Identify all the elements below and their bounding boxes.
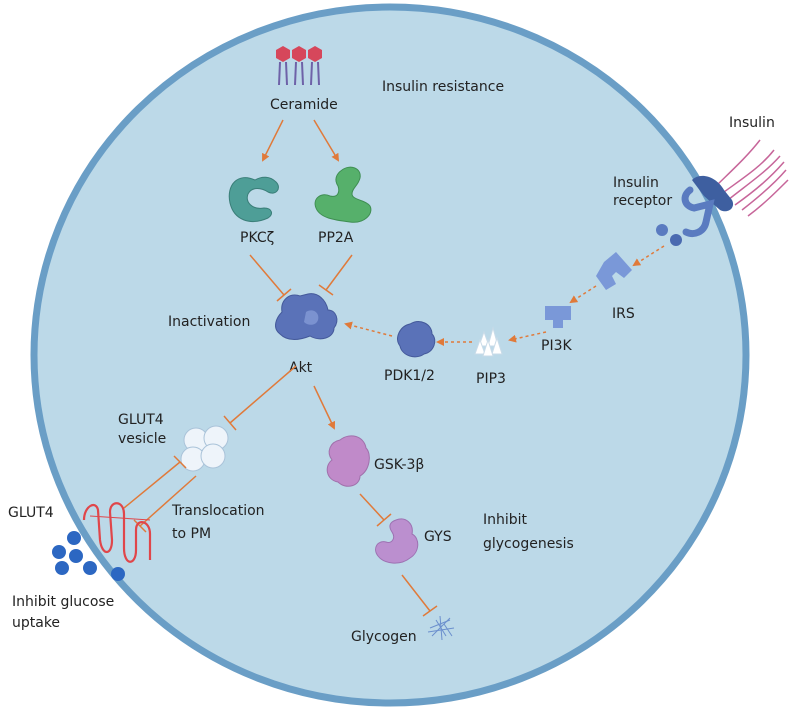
- inhibit-glycogenesis-label-1: Inhibit: [483, 512, 528, 528]
- inhibit-glucose-label-1: Inhibit glucose: [12, 594, 114, 610]
- pp2a-protein-icon: [314, 166, 372, 223]
- pkcz-protein-icon: [228, 176, 279, 222]
- pp2a-label: PP2A: [318, 230, 354, 246]
- insulin-receptor-label-1: Insulin: [613, 175, 659, 191]
- ceramide-label: Ceramide: [270, 97, 338, 113]
- gsk3b-protein-icon: [326, 435, 370, 487]
- cell-body: [30, 3, 750, 707]
- inhibit-pp2a-to-akt: [318, 254, 353, 296]
- inhibit-glucose-label-2: uptake: [12, 615, 60, 631]
- inhibit-gsk3b-to-gys: [359, 493, 392, 527]
- insulin-label: Insulin: [729, 115, 775, 131]
- pdk-protein-icon: [397, 321, 436, 358]
- inhibit-gys-to-glycogen: [401, 574, 438, 617]
- arrow-akt-to-gsk3b: [313, 385, 336, 430]
- akt-protein-icon: [275, 293, 338, 340]
- gys-protein-icon: [375, 518, 419, 564]
- glycogen-label: Glycogen: [351, 629, 417, 645]
- pdk-label: PDK1/2: [384, 368, 435, 384]
- arrow-pdk-to-akt: [344, 321, 393, 337]
- akt-label: Akt: [289, 360, 313, 376]
- pkcz-label: PKCζ: [240, 230, 274, 246]
- gsk3b-label: GSK-3β: [374, 457, 424, 473]
- arrow-ceramide-to-pkcz: [262, 119, 284, 162]
- glucose-molecules-icon: [52, 531, 125, 581]
- ceramide-icon: [276, 46, 322, 86]
- inactivation-label: Inactivation: [168, 314, 250, 330]
- insulin-resistance-label: Insulin resistance: [382, 79, 504, 95]
- translocation-label-1: Translocation: [171, 503, 265, 519]
- inhibit-vesicle-translocation: [123, 455, 197, 533]
- insulin-receptor-label-2: receptor: [613, 193, 672, 209]
- arrow-pi3k-to-pip3: [508, 331, 547, 343]
- pip3-icon: [474, 326, 503, 357]
- pip3-label: PIP3: [476, 371, 506, 387]
- glut4-label: GLUT4: [8, 505, 54, 521]
- glut4-vesicle-icon: [180, 425, 229, 472]
- arrow-ceramide-to-pp2a: [313, 119, 340, 162]
- glut4-vesicle-label-2: vesicle: [118, 431, 166, 447]
- glut4-transporter-icon: [82, 502, 152, 563]
- inhibit-akt-to-vesicle: [223, 365, 297, 431]
- irs-protein-icon: [596, 252, 632, 290]
- translocation-label-2: to PM: [172, 526, 211, 542]
- insulin-receptor-icon: [656, 175, 734, 246]
- pi3k-label: PI3K: [541, 338, 572, 354]
- irs-label: IRS: [612, 306, 635, 322]
- gys-label: GYS: [424, 529, 452, 545]
- inhibit-glycogenesis-label-2: glycogenesis: [483, 536, 574, 552]
- insulin-molecule-icon: [711, 139, 789, 217]
- glycogen-icon: [427, 615, 455, 641]
- inhibit-pkcz-to-akt: [249, 254, 292, 302]
- glut4-vesicle-label-1: GLUT4: [118, 412, 164, 428]
- pi3k-protein-icon: [545, 306, 571, 328]
- arrow-irs-to-pi3k: [569, 285, 597, 304]
